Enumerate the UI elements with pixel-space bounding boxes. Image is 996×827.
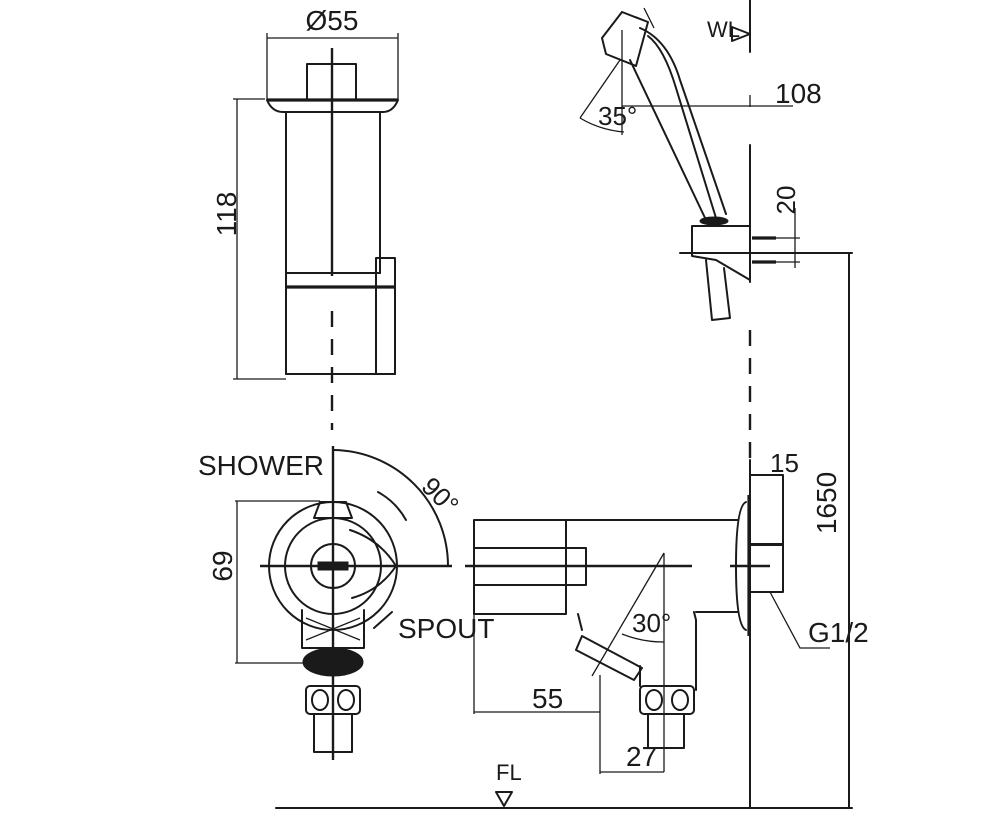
height-69-label: 69: [207, 550, 238, 581]
side-view: 15 G1/2 30° 55 27 FL 1650: [275, 252, 869, 809]
shower-label: SHOWER: [198, 450, 324, 481]
outlet-offset-27-label: 27: [626, 741, 657, 772]
floor-label: FL: [496, 760, 522, 785]
spout-label: SPOUT: [398, 613, 494, 644]
rotation-90-label: 90°: [416, 471, 465, 520]
front-view: SHOWER SPOUT 90° 69: [198, 446, 494, 760]
thread-label: G1/2: [808, 617, 869, 648]
wall-marker-label: WL: [707, 17, 740, 42]
height-108-label: 108: [775, 78, 822, 109]
floor-marker-icon: [495, 791, 513, 807]
wall-offset-15-label: 15: [770, 448, 799, 478]
total-height-1650-label: 1650: [811, 472, 842, 534]
shower-head-view: WL 35° 108 20: [579, 0, 853, 460]
depth-55-label: 55: [532, 683, 563, 714]
height-118-label: 118: [211, 192, 242, 237]
top-view: Ø55 118: [211, 5, 399, 430]
spout-angle-30-label: 30°: [632, 608, 671, 638]
wall-marker-icon: [731, 26, 751, 42]
bracket-20-label: 20: [771, 186, 801, 215]
diameter-label: Ø55: [306, 5, 359, 36]
